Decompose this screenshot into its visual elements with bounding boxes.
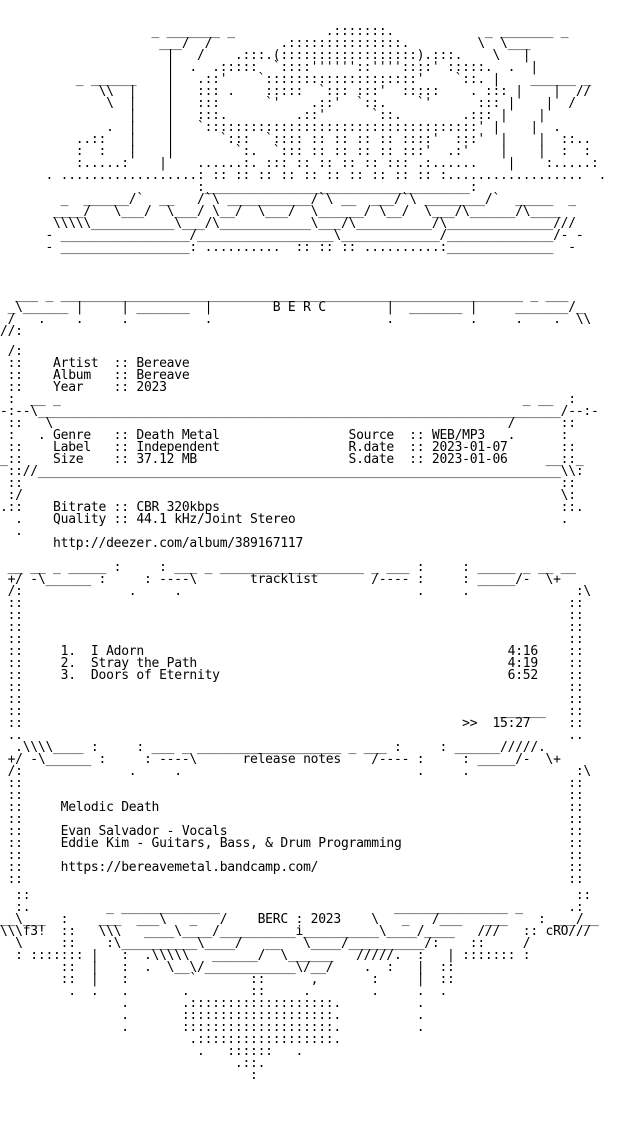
ascii-title-frame: ___ _ __________________________________…: [0, 288, 591, 339]
ascii-bottom-art: :: :: :. _ _____________ _______________…: [0, 888, 599, 1083]
ascii-header-art: _ _______ _ .:::::::. _ _______ _ ___/ /…: [45, 24, 607, 255]
ascii-info-frame: /: :: Artist :: Bereave :: Album :: Bere…: [0, 344, 599, 887]
